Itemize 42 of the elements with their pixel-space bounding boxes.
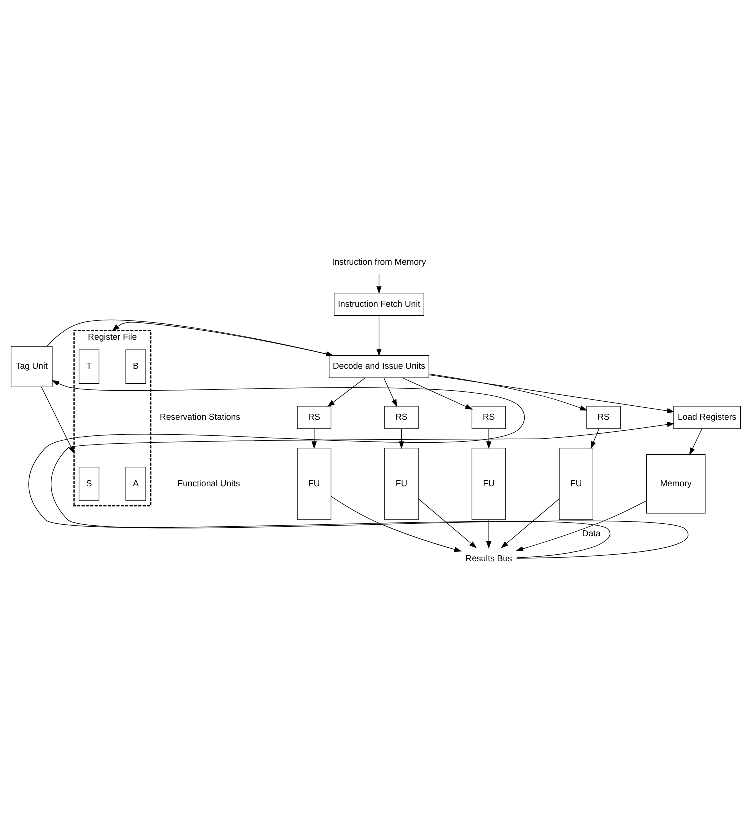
arrow [428, 374, 588, 411]
edge-label: Data [582, 528, 601, 538]
node-box: Memory [646, 454, 706, 514]
node-box: FU [559, 448, 594, 520]
node-box: Load Registers [674, 406, 741, 430]
node-box: FU [472, 448, 506, 520]
arrow [28, 380, 611, 558]
arrow [384, 378, 398, 408]
arrow [486, 428, 492, 450]
label: Reservation Stations [160, 412, 241, 422]
arrow [690, 428, 702, 456]
arrow [428, 374, 675, 414]
arrow [590, 428, 600, 450]
node-box: Tag Unit [11, 346, 53, 388]
arrow [486, 520, 492, 549]
arrow [501, 498, 560, 548]
arrow [376, 315, 382, 356]
arrow [41, 386, 75, 454]
node-box: FU [297, 448, 332, 520]
label: Functional Units [178, 478, 240, 488]
arrow [418, 498, 478, 548]
node-box: S [78, 466, 100, 502]
node-text: Instruction from Memory [332, 257, 426, 268]
node-box: A [126, 466, 146, 502]
arrow [331, 496, 462, 552]
node-text: Results Bus [466, 554, 512, 564]
node-box: FU [384, 448, 419, 520]
arrow [376, 274, 382, 294]
node-box: RS [297, 406, 332, 430]
arrow [402, 378, 474, 410]
arrow [50, 422, 689, 559]
node-box: RS [384, 406, 419, 430]
node-box: Decode and Issue Units [329, 355, 430, 378]
node-box: T [78, 350, 100, 384]
arrow [516, 500, 648, 552]
node-box: B [126, 350, 146, 384]
arrow [328, 378, 366, 408]
arrow [399, 428, 404, 450]
arrow [312, 428, 318, 450]
node-box: RS [586, 406, 621, 430]
node-box: RS [472, 406, 506, 430]
node-box: Instruction Fetch Unit [334, 292, 424, 316]
